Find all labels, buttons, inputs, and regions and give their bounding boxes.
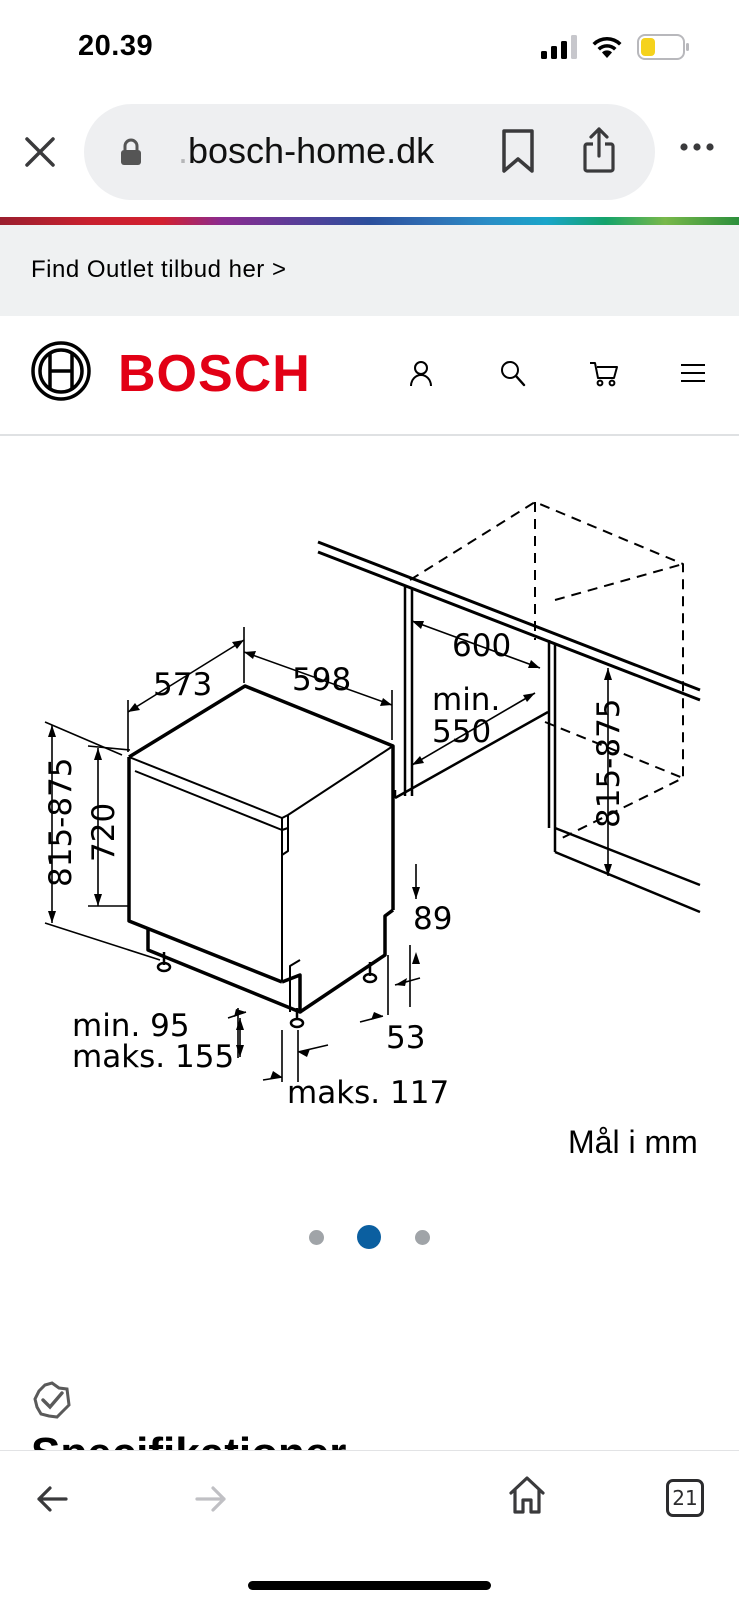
promo-link[interactable]: Find Outlet tilbud her > — [31, 256, 287, 283]
bosch-armature-logo-icon[interactable] — [30, 340, 92, 402]
spec-check-icon — [33, 1381, 71, 1419]
section-heading: Specifikationer — [31, 1432, 346, 1450]
dim-height-range-left: 815-875 — [43, 757, 79, 887]
dim-foot-max: maks. 155 — [72, 1039, 234, 1075]
dim-foot-min: min. 95 — [72, 1008, 190, 1044]
bookmark-icon[interactable] — [500, 128, 536, 174]
cart-icon[interactable] — [589, 360, 619, 388]
unit-label: Mål i mm — [568, 1124, 698, 1160]
forward-arrow-icon[interactable] — [195, 1485, 227, 1513]
url-prefix: . — [178, 130, 189, 171]
carousel-pagination — [0, 1222, 739, 1252]
battery-low-icon — [637, 34, 689, 60]
browser-toolbar: .bosch-home.dk — [0, 104, 739, 200]
address-bar[interactable]: .bosch-home.dk — [84, 104, 655, 200]
dim-niche-min-value: 550 — [432, 714, 491, 750]
menu-icon[interactable] — [680, 363, 706, 383]
dim-plinth-top: 89 — [413, 901, 452, 937]
back-arrow-icon[interactable] — [36, 1485, 68, 1513]
dim-niche-depth-label: 600 — [452, 628, 511, 664]
url-domain: bosch-home.dk — [188, 130, 435, 171]
cellular-signal-icon — [541, 35, 577, 59]
dim-width-label: 598 — [292, 662, 351, 698]
more-icon[interactable] — [680, 142, 714, 152]
search-icon[interactable] — [500, 360, 526, 388]
account-icon[interactable] — [409, 360, 433, 388]
status-time: 20.39 — [78, 30, 154, 62]
browser-bottom-toolbar: 21 — [0, 1450, 739, 1600]
dimension-drawing[interactable]: 573 598 600 min. 550 815-875 720 815-875… — [0, 438, 739, 1178]
brand-logo-text[interactable]: BOSCH — [118, 345, 311, 403]
wifi-icon — [592, 36, 622, 58]
url-text: .bosch-home.dk — [178, 130, 434, 172]
home-icon[interactable] — [508, 1475, 546, 1515]
dim-body-height: 720 — [86, 803, 122, 862]
dim-plinth-bottom: 53 — [386, 1020, 425, 1056]
site-header: BOSCH — [0, 316, 739, 436]
dim-niche-min-label: min. — [432, 682, 500, 718]
tabs-icon[interactable]: 21 — [666, 1479, 704, 1517]
promo-banner[interactable]: Find Outlet tilbud her > — [0, 225, 739, 316]
share-icon[interactable] — [582, 126, 616, 174]
dim-depth-label: 573 — [153, 667, 212, 703]
dim-foot-offset: maks. 117 — [287, 1075, 449, 1111]
status-icons — [541, 34, 691, 60]
carousel-dot-3[interactable] — [414, 1229, 430, 1245]
carousel-dot-2[interactable] — [357, 1225, 381, 1249]
close-icon[interactable] — [22, 134, 58, 170]
status-bar: 20.39 — [0, 0, 739, 100]
lock-icon — [121, 138, 141, 165]
dim-height-range-right: 815-875 — [591, 698, 627, 828]
brand-color-stripe — [0, 217, 739, 225]
home-indicator — [248, 1581, 491, 1590]
carousel-dot-1[interactable] — [308, 1229, 324, 1245]
